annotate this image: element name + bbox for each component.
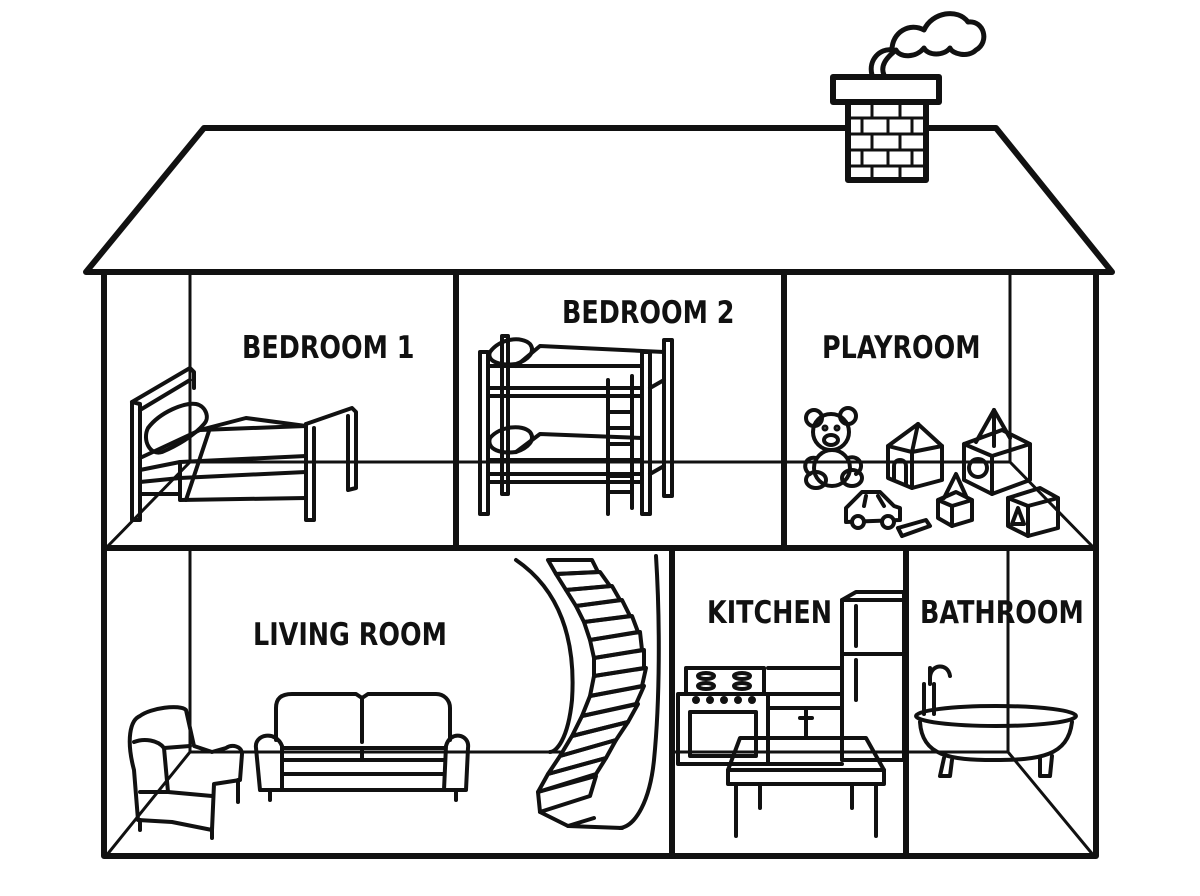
- kitchen-counter: [766, 666, 844, 766]
- pyramid-block: [936, 472, 974, 528]
- room-label-kitchen: KITCHEN: [707, 595, 833, 631]
- spiral-staircase: [514, 554, 661, 830]
- room-label-bedroom-1: BEDROOM 1: [242, 330, 415, 366]
- stove: [676, 666, 770, 766]
- bunk-bed: [478, 334, 674, 516]
- house-walls: [101, 269, 1099, 859]
- armchair: [127, 705, 244, 840]
- chimney: [830, 74, 942, 183]
- bathtub: [914, 664, 1078, 778]
- shape-block: [962, 408, 1032, 496]
- fridge: [840, 590, 906, 762]
- room-label-bedroom-2: BEDROOM 2: [562, 295, 735, 331]
- kitchen-table: [726, 736, 886, 838]
- teddy-bear: [803, 406, 864, 490]
- triangle-block: [1006, 486, 1060, 538]
- arch-block: [886, 422, 944, 490]
- chimney-smoke: [868, 11, 987, 78]
- roof: [83, 125, 1115, 275]
- bed: [130, 366, 358, 522]
- toy-car: [844, 490, 932, 538]
- room-label-living-room: LIVING ROOM: [253, 617, 447, 653]
- sofa: [253, 692, 471, 802]
- room-label-bathroom: BATHROOM: [920, 595, 1084, 631]
- room-label-playroom: PLAYROOM: [822, 330, 981, 366]
